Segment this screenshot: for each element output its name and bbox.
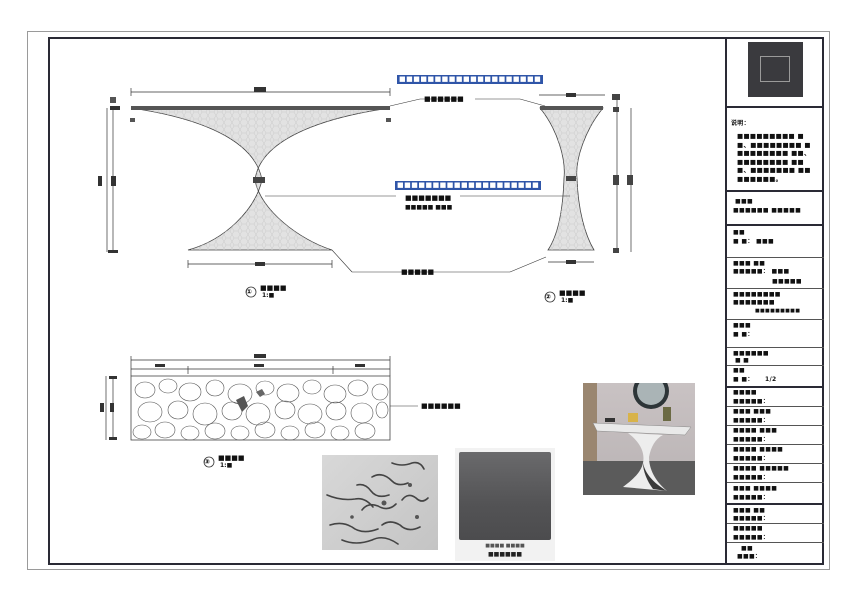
front-view — [98, 87, 547, 298]
field-value: ■ ■： — [733, 376, 754, 383]
side-view — [460, 93, 633, 303]
front-view-title: ■■■■ — [260, 284, 287, 292]
signature-label: ■■■ ■■■■ — [733, 485, 778, 492]
field-label: ■■■ ■■ — [733, 260, 766, 267]
notes-heading: 说明： — [731, 120, 750, 127]
mid-material-label: ■■■■■■■ — [405, 194, 452, 202]
field-value: ■ ■： — [733, 331, 754, 338]
field-label: ■■ — [733, 367, 745, 374]
field-value-2: ■■■■■■■■■ — [755, 308, 801, 314]
front-view-scale: 1:■ — [262, 292, 275, 299]
top-material-label: ■■■■■■ — [424, 95, 464, 103]
field-label: ■■■■■■■■ — [733, 291, 781, 298]
signature-row: ■■■ ■■■■ ■■■■■： — [727, 483, 824, 505]
signature-label: ■■■■ ■■■■■ — [733, 465, 790, 472]
field-row: ■■■ ■ ■： — [727, 320, 824, 348]
footer-label: ■■ — [741, 545, 753, 552]
signature-value: ■■■■■： — [733, 417, 770, 424]
base-material-label: ■■■■■ — [401, 268, 435, 276]
notes-body: ■■■■■■■■■ ■■、■■■■■■■■ ■■■■■■■■■ ■■、■■■■■… — [737, 132, 811, 183]
title-block: 说明： ■■■■■■■■■ ■■、■■■■■■■■ ■■■■■■■■■ ■■、■… — [725, 37, 824, 565]
front-view-number: ① — [246, 288, 252, 296]
footer-value: ■■■■■： — [733, 515, 770, 522]
reference-photo — [583, 383, 695, 495]
plan-view-scale: 1:■ — [220, 462, 233, 469]
footer-label: ■■■■■ — [733, 525, 763, 532]
signature-value: ■■■■■： — [733, 494, 770, 501]
metal-swatch-code: ■■■■■■ — [487, 551, 522, 558]
signature-value: ■■■■■： — [733, 474, 770, 481]
field-label: ■■ — [733, 229, 745, 236]
plan-view — [100, 354, 418, 468]
sheet-outer-border — [27, 31, 830, 570]
plan-material-label: ■■■■■■ — [421, 402, 461, 410]
footer-row: ■■■ ■■ ■■■■■： — [727, 505, 824, 524]
field-value-2: 1/2 — [765, 376, 777, 383]
field-value: ■ ■： ■■■ — [733, 238, 774, 245]
title-block-project: ■■■ ■■■■■■ ■■■■■ — [727, 192, 824, 226]
field-value-2: ■■■■■ — [772, 278, 802, 285]
title-block-thumbnail-cell — [727, 37, 824, 108]
metal-swatch — [459, 452, 551, 540]
signature-row: ■■■■ ■■■■ ■■■■■： — [727, 445, 824, 464]
footer-row: ■■ ■■■： — [727, 543, 824, 563]
project-value: ■■■■■■ ■■■■■ — [733, 207, 802, 214]
field-row: ■■■■■■ ■ ■ — [727, 348, 824, 366]
field-value: ■ ■ — [735, 357, 750, 364]
footer-value: ■■■■■： — [733, 534, 770, 541]
plan-view-number: ③ — [204, 458, 210, 466]
mid-material-spec: ■■■■■ ■■■ — [405, 204, 453, 211]
field-row: ■■ ■ ■： ■■■ — [727, 226, 824, 258]
metal-swatch-caption: ■■■■ ■■■■ — [485, 543, 525, 549]
footer-label: ■■■ ■■ — [733, 507, 766, 514]
signature-value: ■■■■■： — [733, 398, 770, 405]
signature-label: ■■■■ — [733, 389, 757, 396]
field-row: ■■■ ■■ ■■■■■： ■■■ ■■■■■ — [727, 258, 824, 289]
metal-swatch-card: ■■■■ ■■■■ ■■■■■■ — [455, 448, 555, 561]
side-view-number: ② — [545, 293, 551, 301]
drawing-thumbnail-icon — [748, 42, 803, 97]
title-block-notes: 说明： ■■■■■■■■■ ■■、■■■■■■■■ ■■■■■■■■■ ■■、■… — [727, 108, 824, 192]
signature-row: ■■■■ ■■■ ■■■■■： — [727, 426, 824, 445]
field-label: ■■■■■■ — [733, 350, 769, 357]
field-value: ■■■■■： ■■■ — [733, 268, 790, 275]
field-value: ■■■■■■■ — [733, 299, 775, 306]
signature-row: ■■■■ ■■■■■ ■■■■■： — [727, 464, 824, 483]
mid-callout-highlight: ■■■■■■■■■■■■■■■■■■■■ — [395, 181, 542, 190]
signature-label: ■■■■ ■■■■ — [733, 446, 784, 453]
footer-row: ■■■■■ ■■■■■： — [727, 524, 824, 543]
field-label: ■■■ — [733, 322, 751, 329]
side-view-scale: 1:■ — [561, 297, 574, 304]
field-row: ■■■■■■■■ ■■■■■■■ ■■■■■■■■■ — [727, 289, 824, 320]
field-row: ■■ ■ ■： 1/2 — [727, 366, 824, 388]
signature-row: ■■■■ ■■■■■： — [727, 388, 824, 407]
side-view-title: ■■■■ — [559, 289, 586, 297]
project-label: ■■■ — [735, 198, 753, 205]
signature-value: ■■■■■： — [733, 436, 770, 443]
plan-view-title: ■■■■ — [218, 454, 245, 462]
signature-label: ■■■ ■■■ — [733, 408, 772, 415]
signature-label: ■■■■ ■■■ — [733, 427, 778, 434]
top-callout-highlight: ■■■■■■■■■■■■■■■■■■■■ — [397, 75, 544, 84]
signature-row: ■■■ ■■■ ■■■■■： — [727, 407, 824, 426]
drawing-frame — [48, 37, 824, 565]
marble-swatch — [322, 455, 438, 550]
signature-value: ■■■■■： — [733, 455, 770, 462]
footer-value: ■■■： — [737, 553, 762, 560]
